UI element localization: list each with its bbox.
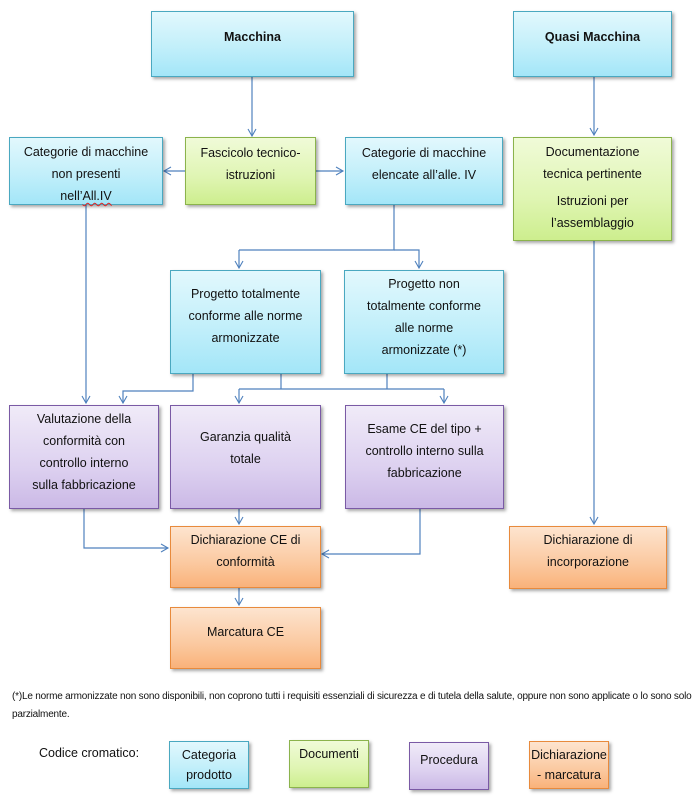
node-text-line: l’assemblaggio xyxy=(551,215,634,230)
node-text-line: Marcatura CE xyxy=(206,625,285,639)
edge-cat-elencate-progetto-non-conforme xyxy=(394,249,424,270)
node-text-line: Istruzioni per xyxy=(556,194,629,208)
node-text-line: armonizzate xyxy=(211,331,280,345)
node-progetto-conforme: Progetto totalmente conforme alle norme … xyxy=(170,270,321,374)
node-text-line: Valutazione della xyxy=(36,412,132,426)
node-text-line: incorporazione xyxy=(547,555,629,569)
legend-text-line: - marcatura xyxy=(537,768,601,782)
node-text-line: Progetto non xyxy=(388,277,460,291)
legend-text-line: prodotto xyxy=(186,768,232,782)
node-quasi-macchina-text: Quasi Macchina xyxy=(544,30,641,44)
node-text-line: Progetto totalmente xyxy=(190,287,301,301)
node-text-line: conformità con xyxy=(43,434,125,448)
node-text-line: controllo interno sulla xyxy=(365,444,484,458)
node-documentazione-tecnica: Documentazione tecnica pertinente Istruz… xyxy=(513,137,672,241)
spellcheck-underlined-text: All.IV xyxy=(82,189,112,203)
legend-item-documenti: Documenti xyxy=(289,740,369,788)
node-text-line: istruzioni xyxy=(225,168,276,182)
node-text-line: armonizzate (*) xyxy=(381,343,467,357)
node-text-line: elencate all’alle. IV xyxy=(371,168,477,182)
node-text-fragment: nell’ xyxy=(60,189,83,203)
node-quasi-macchina: Quasi Macchina xyxy=(513,11,672,77)
footnote: (*)Le norme armonizzate non sono disponi… xyxy=(12,691,692,720)
edge-valutazione-dich xyxy=(83,509,170,553)
node-text-line: Categorie di macchine xyxy=(23,145,149,159)
legend-item-dichiarazione-marcatura: Dichiarazione - marcatura xyxy=(529,741,609,789)
legend-item-procedura: Procedura xyxy=(409,742,489,790)
node-dichiarazione-incorporazione: Dichiarazione di incorporazione xyxy=(509,526,667,589)
node-text-line: conforme alle norme xyxy=(188,309,303,323)
legend-item-categoria-prodotto: Categoria prodotto xyxy=(169,741,249,789)
node-valutazione-conformita: Valutazione della conformità con control… xyxy=(9,405,159,509)
legend-text-line: Dichiarazione xyxy=(531,748,607,762)
node-text-line: controllo interno xyxy=(39,456,129,470)
node-text-line: totalmente conforme xyxy=(367,299,481,313)
node-macchina-text: Macchina xyxy=(224,30,281,44)
node-text-line: Garanzia qualità xyxy=(199,430,292,444)
node-text-line: Esame CE del tipo + xyxy=(367,422,482,436)
edge-progetto-conforme-valutazione xyxy=(118,374,194,405)
node-text-line: tecnica pertinente xyxy=(543,166,642,181)
node-progetto-non-conforme: Progetto non totalmente conforme alle no… xyxy=(344,270,504,374)
node-garanzia-qualita: Garanzia qualità totale xyxy=(170,405,321,509)
node-dichiarazione-conformita: Dichiarazione CE di conformità xyxy=(170,526,321,588)
edge-progetto-split xyxy=(239,374,444,390)
node-esame-ce-tipo: Esame CE del tipo + controllo interno su… xyxy=(345,405,504,509)
node-text-line: Dichiarazione CE di xyxy=(190,533,301,547)
node-text-line: totale xyxy=(230,452,261,466)
legend-text-line: Procedura xyxy=(420,753,478,767)
legend-text-line: Categoria xyxy=(181,748,237,762)
node-categorie-non-presenti: Categorie di macchine non presenti nell’… xyxy=(9,137,163,205)
node-text-line: alle norme xyxy=(394,321,454,335)
edge-cat-elencate-split xyxy=(239,205,395,251)
node-text-line: Dichiarazione di xyxy=(543,533,633,547)
legend-label: Codice cromatico: xyxy=(39,746,140,760)
node-text-line: Fascicolo tecnico- xyxy=(200,146,301,160)
node-fascicolo-tecnico: Fascicolo tecnico- istruzioni xyxy=(185,137,316,205)
node-text-line: conformità xyxy=(216,555,275,569)
node-text-line: Documentazione xyxy=(545,145,640,159)
node-macchina: Macchina xyxy=(151,11,354,77)
node-text-line: nell’All.IV xyxy=(60,185,111,207)
edge-esame-dich xyxy=(320,509,421,559)
node-text-line: non presenti xyxy=(51,167,121,181)
node-text-line: Categorie di macchine xyxy=(361,146,487,160)
node-marcatura-ce: Marcatura CE xyxy=(170,607,321,669)
node-text-line: fabbricazione xyxy=(387,466,462,480)
node-categorie-elencate: Categorie di macchine elencate all’alle.… xyxy=(345,137,503,205)
legend-text-line: Documenti xyxy=(299,747,359,761)
node-text-line: sulla fabbricazione xyxy=(32,478,136,492)
